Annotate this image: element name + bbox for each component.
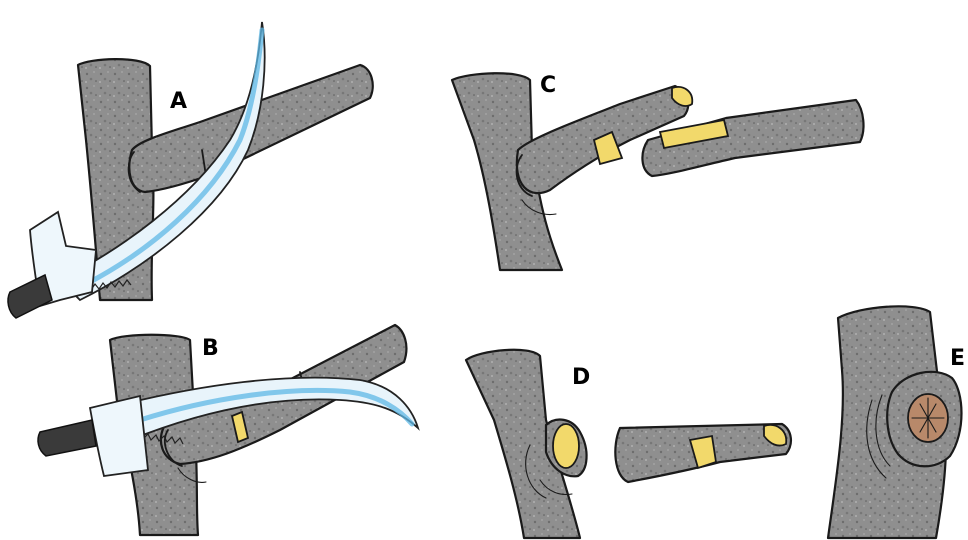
label-b: B	[202, 336, 219, 361]
panel-c: C	[452, 73, 863, 270]
panel-a: A	[8, 22, 373, 318]
panel-e: E	[828, 306, 965, 538]
label-c: C	[540, 73, 556, 98]
panel-d: D	[466, 350, 791, 538]
stub-cut-face	[553, 424, 579, 468]
label-e: E	[950, 346, 965, 371]
saw-grip	[8, 275, 52, 318]
label-a: A	[170, 89, 187, 114]
panel-b: B	[38, 325, 418, 535]
saw-grip	[38, 420, 96, 456]
saw-handle	[90, 396, 148, 476]
label-d: D	[572, 365, 590, 390]
